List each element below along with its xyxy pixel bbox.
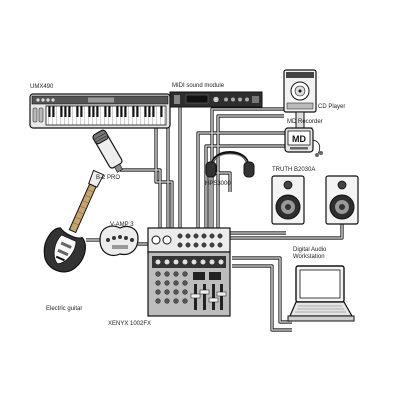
electric-guitar-icon xyxy=(43,169,105,273)
daw-label-line1: Digital Audio xyxy=(293,247,327,253)
speakers-label: TRUTH B2030A xyxy=(272,167,316,173)
headphones-icon xyxy=(205,151,255,178)
headphones-label: HPS3000 xyxy=(205,181,231,187)
guitar-label: Electric guitar xyxy=(46,306,83,312)
midi-sound-module-icon xyxy=(169,91,263,108)
amp-modeler-label: V-AMP 3 xyxy=(110,222,134,228)
mixer-label: XENYX 1002FX xyxy=(108,321,152,327)
v-amp-3-icon xyxy=(99,225,139,257)
cd-player-icon xyxy=(283,69,317,135)
keyboard-umx490-icon xyxy=(29,93,171,129)
daw-label-line2: Workstation xyxy=(293,254,325,260)
cd-player-label: CD Player xyxy=(318,104,346,110)
microphone-label: B-2 PRO xyxy=(96,175,121,181)
md-recorder-label: MD Recorder xyxy=(287,119,323,125)
studio-monitor-right-icon xyxy=(325,175,359,225)
microphone-icon xyxy=(92,129,124,173)
keyboard-label: UMX490 xyxy=(30,84,54,90)
studio-monitor-left-icon xyxy=(271,175,305,225)
laptop-daw-icon xyxy=(287,265,355,322)
md-logo: MD xyxy=(292,134,306,144)
mixer-xenyx-1002fx-icon xyxy=(147,227,231,317)
md-recorder-icon: MD xyxy=(284,127,323,157)
midi-module-label: MIDI sound module xyxy=(172,83,225,89)
